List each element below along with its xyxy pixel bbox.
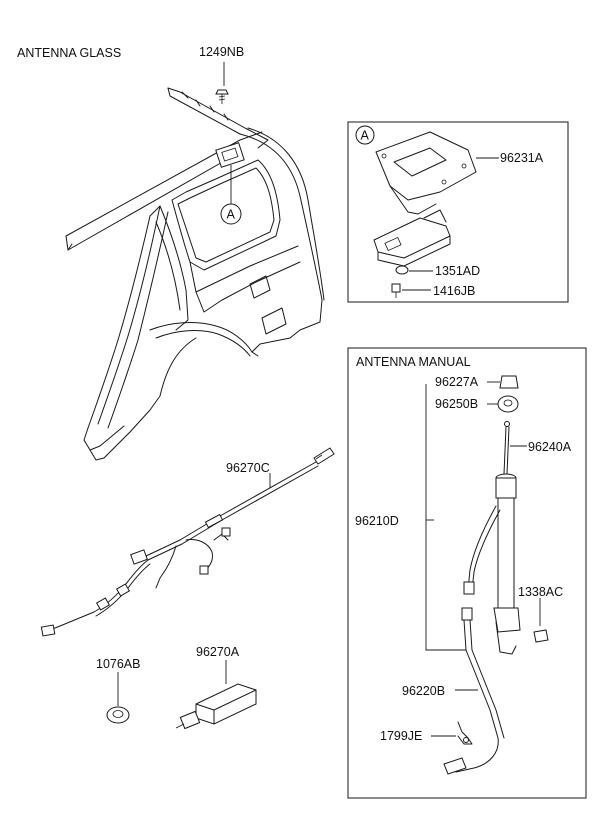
part-label-1416JB: 1416JB <box>433 284 475 298</box>
section-title-antenna-glass: ANTENNA GLASS <box>17 46 121 60</box>
part-label-96270A: 96270A <box>196 645 240 659</box>
part-label-96227A: 96227A <box>435 375 479 389</box>
car-body-panel: A <box>65 62 325 461</box>
part-label-1076AB: 1076AB <box>96 657 140 671</box>
detail-marker-a-body: A <box>227 208 236 222</box>
part-label-96220B: 96220B <box>402 684 445 698</box>
detail-box-a: A <box>347 121 569 303</box>
part-label-96250B: 96250B <box>435 397 478 411</box>
part-label-96240A: 96240A <box>528 440 572 454</box>
manual-antenna-assembly <box>425 375 549 775</box>
part-label-96270C: 96270C <box>226 461 270 475</box>
antenna-manual-box <box>347 347 587 799</box>
part-label-1799JE: 1799JE <box>380 729 422 743</box>
part-label-1249NB: 1249NB <box>199 45 244 59</box>
part-label-1338AC: 1338AC <box>518 585 563 599</box>
detail-marker-a-box: A <box>361 129 370 143</box>
section-title-antenna-manual: ANTENNA MANUAL <box>356 355 471 369</box>
module-96270A <box>175 660 257 730</box>
cable-assembly-96270C <box>40 447 335 637</box>
part-label-1351AD: 1351AD <box>435 264 480 278</box>
part-label-96231A: 96231A <box>500 151 544 165</box>
part-label-96210D: 96210D <box>355 514 399 528</box>
grommet-1076AB <box>106 672 130 724</box>
